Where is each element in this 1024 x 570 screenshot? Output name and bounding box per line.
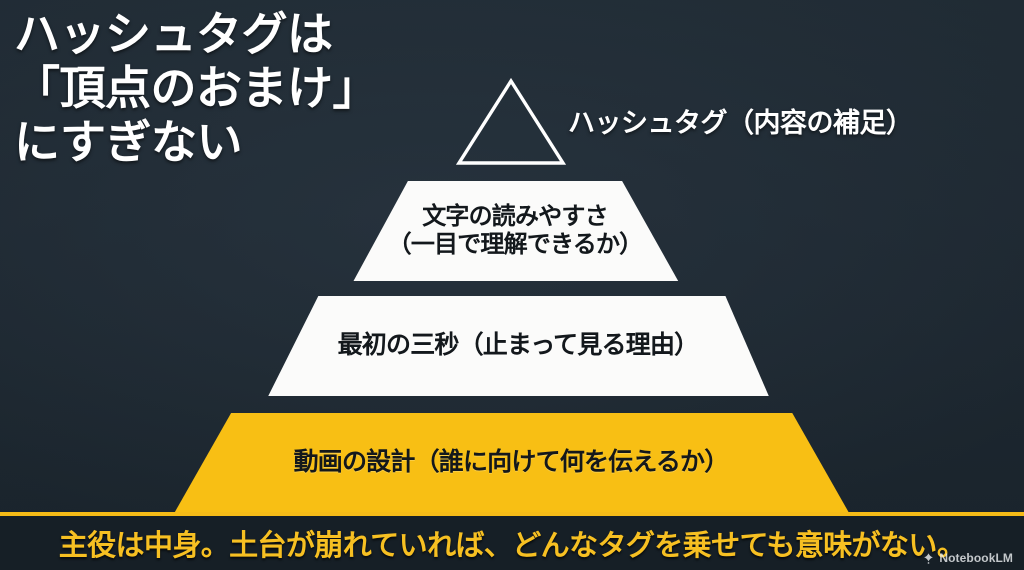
pyramid-apex-label: ハッシュタグ（内容の補足） [568, 108, 913, 138]
notebooklm-watermark: NotebookLM [922, 551, 1013, 565]
notebooklm-logo-icon [924, 552, 934, 564]
caption-bar: 主役は中身。土台が崩れていれば、どんなタグを乗せても意味がない。 [0, 516, 1024, 570]
caption-divider [0, 512, 1024, 516]
pyramid-tier-video-design: 動画の設計（誰に向けて何を伝えるか） [174, 413, 849, 512]
notebooklm-watermark-label: NotebookLM [939, 551, 1013, 565]
pyramid-tier-label: 最初の三秒（止まって見る理由） [337, 331, 700, 360]
triangle-outline-icon [455, 77, 567, 165]
pyramid-tier-first-three-seconds: 最初の三秒（止まって見る理由） [268, 296, 769, 396]
pyramid-tier-label: 文字の読みやすさ （一目で理解できるか） [387, 202, 644, 258]
page-title: ハッシュタグは 「頂点のおまけ」 にすぎない [14, 8, 379, 168]
pyramid-tier-label: 動画の設計（誰に向けて何を伝えるか） [293, 447, 730, 476]
caption-text: 主役は中身。土台が崩れていれば、どんなタグを乗せても意味がない。 [58, 530, 966, 562]
pyramid-tier-readability: 文字の読みやすさ （一目で理解できるか） [353, 181, 679, 281]
pyramid-tier-apex [455, 76, 567, 168]
